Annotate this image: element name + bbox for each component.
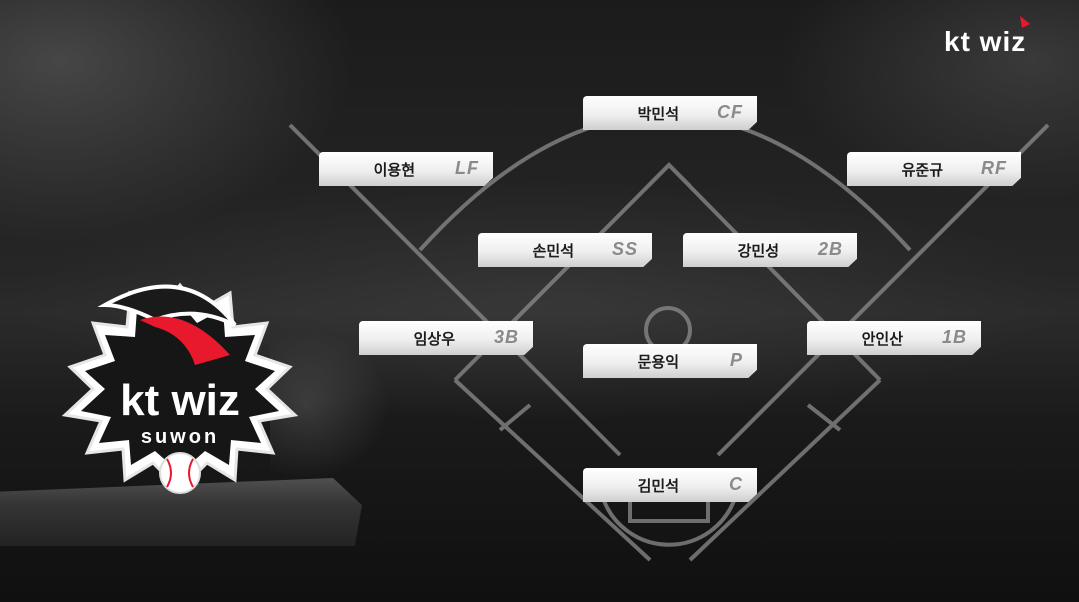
player-card-rf: 유준규 RF (847, 152, 1021, 186)
player-position: P (729, 350, 743, 370)
emblem-city-text: suwon (141, 426, 219, 448)
brand-text: kt wiz (944, 26, 1027, 57)
brand-logo: kt wiz (944, 16, 1030, 58)
player-card-ss: 손민석 SS (478, 233, 652, 267)
player-name: 손민석 (532, 242, 574, 260)
player-card-2b: 강민성 2B (683, 233, 857, 267)
player-name: 유준규 (901, 161, 943, 179)
player-name: 문용익 (637, 353, 679, 371)
player-name: 임상우 (413, 330, 455, 348)
player-position: CF (717, 102, 743, 122)
player-position: 2B (817, 239, 843, 259)
player-card-p: 문용익 P (583, 344, 757, 378)
team-emblem-icon: kt wiz suwon (61, 282, 299, 494)
player-card-cf: 박민석 CF (583, 96, 757, 130)
player-position: 3B (493, 327, 519, 347)
player-position: RF (981, 158, 1007, 178)
player-name: 안인산 (861, 330, 903, 348)
player-name: 강민성 (737, 242, 779, 260)
player-card-c: 김민석 C (583, 468, 757, 502)
player-position: C (729, 474, 743, 494)
player-card-lf: 이용현 LF (319, 152, 493, 186)
player-card-1b: 안인산 1B (807, 321, 981, 355)
player-name: 박민석 (637, 105, 679, 123)
brand-accent-icon (1020, 16, 1030, 28)
player-position: SS (611, 239, 638, 259)
player-name: 이용현 (373, 161, 415, 179)
dust-effect (270, 330, 390, 480)
player-card-3b: 임상우 3B (359, 321, 533, 355)
player-position: 1B (941, 327, 967, 347)
player-name: 김민석 (637, 477, 679, 495)
player-position: LF (455, 158, 479, 178)
emblem-team-text: kt wiz (120, 376, 240, 425)
